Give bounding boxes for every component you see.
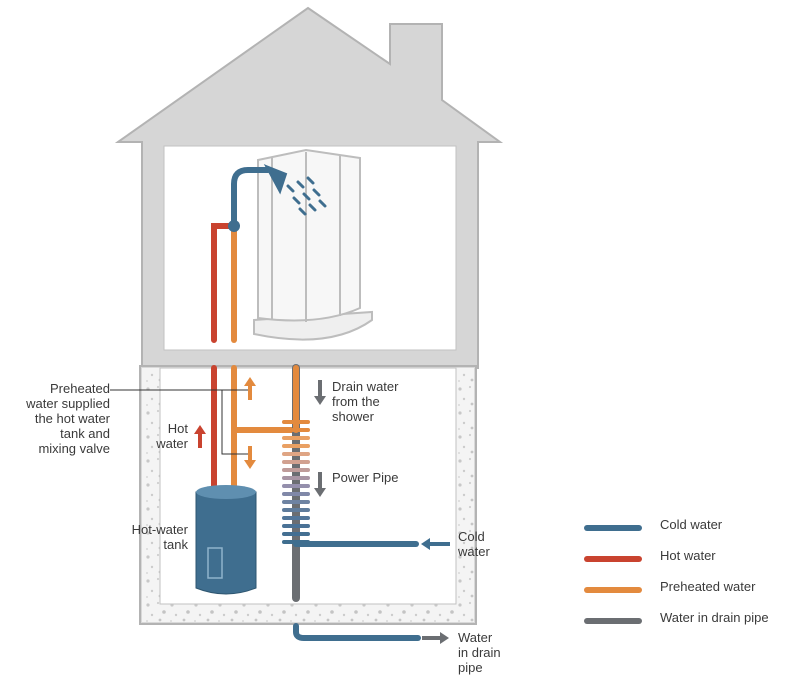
- drain-down-arrow: [314, 380, 326, 405]
- hot-up-arrow: [194, 425, 206, 448]
- power-pipe-label: Power Pipe: [332, 470, 399, 485]
- preheated-down-arrow: [244, 446, 256, 469]
- basement-gravel-bottom: [142, 604, 474, 622]
- hot-riser-shower: [211, 223, 237, 343]
- shower-glass: [257, 148, 361, 322]
- power-pipe-coil: [282, 420, 310, 544]
- drain-outlet: [293, 623, 421, 641]
- basement-plumbing: [211, 364, 421, 641]
- shower-spray: [286, 176, 327, 216]
- basement-gravel-left: [142, 368, 160, 622]
- hot-water-tank: [195, 485, 257, 595]
- preheated-leader: [110, 389, 248, 455]
- shower-plumbing: [211, 164, 327, 343]
- powerpipe-down-arrow: [314, 472, 326, 497]
- legend-label-drain: Water in drain pipe: [660, 610, 769, 625]
- shower-arm: [231, 167, 271, 225]
- legend-item-cold-water: Cold water: [580, 517, 795, 548]
- cold-left-arrow: [421, 538, 450, 550]
- hot-water-tank-label: Hot-water tank: [131, 522, 188, 552]
- tank-body: [195, 491, 257, 595]
- shower-head: [263, 164, 288, 195]
- drain-out-right-arrow: [422, 632, 449, 644]
- legend-label-cold: Cold water: [660, 517, 723, 532]
- flow-arrows: [194, 377, 450, 644]
- legend-item-hot-water: Hot water: [580, 548, 795, 579]
- preheated-up-arrow: [244, 377, 256, 400]
- hot-water-label: Hot water: [156, 421, 188, 451]
- legend-label-preheated: Preheated water: [660, 579, 756, 594]
- legend-swatch-hot: [584, 556, 642, 562]
- legend-item-preheated-water: Preheated water: [580, 579, 795, 610]
- tank-access-panel: [207, 547, 223, 579]
- water-in-drain-pipe-label: Water in drain pipe: [458, 630, 501, 675]
- legend-item-drain-water: Water in drain pipe: [580, 610, 795, 641]
- basement-gravel-right: [456, 368, 474, 622]
- shower-enclosure: [253, 148, 373, 341]
- legend-label-hot: Hot water: [660, 548, 716, 563]
- legend-swatch-preheated: [584, 587, 642, 593]
- legend: Cold water Hot water Preheated water Wat…: [580, 517, 795, 641]
- tank-top: [196, 485, 256, 499]
- mixing-valve: [228, 220, 240, 232]
- legend-swatch-drain: [584, 618, 642, 624]
- legend-swatch-cold: [584, 525, 642, 531]
- cold-water-label: Cold water: [458, 529, 490, 559]
- drain-water-label: Drain water from the shower: [332, 379, 399, 424]
- preheated-note-label: Preheated water supplied the hot water t…: [26, 381, 110, 456]
